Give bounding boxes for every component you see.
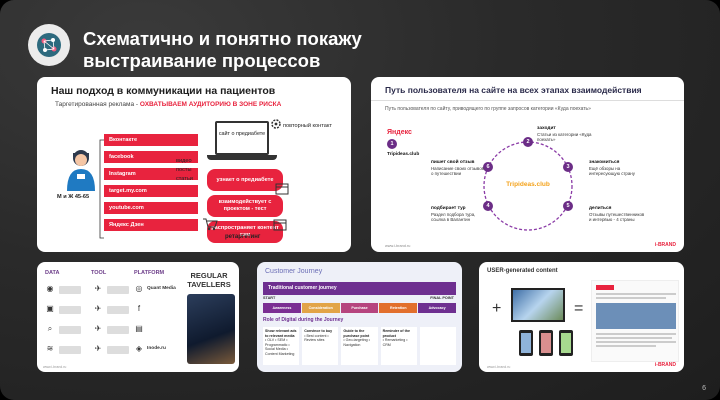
platform-mytarget: target.my.com — [104, 185, 198, 197]
plus-icon: + — [492, 300, 502, 317]
bracket — [99, 139, 104, 239]
label-final: FINAL POINT — [430, 296, 454, 300]
footer-url: www.i-brand.ru — [487, 365, 511, 369]
journey-node: 1 — [387, 139, 397, 149]
gear-icon — [271, 119, 281, 129]
plane-icon: ✈ — [94, 324, 102, 333]
plane-icon: ✈ — [94, 284, 102, 293]
platform-list: Вконтакте facebook Instagram target.my.c… — [104, 134, 201, 244]
journey-node-text: Tripideas.club — [387, 152, 420, 157]
card-user-journey: Путь пользователя на сайте на всех этапа… — [371, 77, 684, 252]
role-column — [419, 327, 457, 365]
quant-media-icon: ◎ — [135, 284, 143, 293]
card-subtitle: Таргетированная реклама - ОХВАТЫВАЕМ АУД… — [55, 101, 282, 108]
laptop-icon: сайт о предиабете — [207, 121, 277, 163]
calendar-icon — [275, 183, 289, 195]
platform-facebook: facebook — [104, 151, 198, 163]
location-icon: ◉ — [46, 284, 54, 293]
stage-retention: Retention — [379, 303, 418, 313]
stage-advocacy: Advocacy — [418, 303, 456, 313]
col-data: DATA — [45, 270, 60, 276]
search-icon: ⌕ — [47, 324, 53, 333]
page-number: 6 — [702, 385, 706, 392]
platform-vk: Вконтакте — [104, 134, 198, 146]
role-columns: Show relevant ads to relevant media• OLV… — [263, 327, 457, 365]
repeat-contact-label: повторный контакт — [283, 123, 332, 129]
journey-node: 6 — [483, 162, 493, 172]
agency-logo: i-BRAND — [654, 242, 676, 248]
phones-image — [519, 330, 573, 356]
stage-consideration: Consideration — [301, 303, 340, 313]
stage-bar: Awareness Consideration Purchase Retenti… — [263, 303, 456, 313]
stage-purchase: Purchase — [340, 303, 379, 313]
journey-node: 5 — [563, 201, 573, 211]
agency-logo: i-BRAND — [654, 362, 676, 368]
journey-node: 2 — [523, 137, 533, 147]
slide-title: Схематично и понятно покажу выстраивание… — [83, 28, 362, 71]
role-column: Reminder of the product• Remarketing • C… — [380, 327, 417, 365]
retargeting-label: ретаргетинг — [225, 234, 261, 240]
airplane-cabin-image — [187, 294, 235, 364]
yandex-logo: Яндекс — [387, 129, 412, 136]
role-column: Convince to buy• Best content • Review s… — [302, 327, 339, 365]
footer-url: www.i-brand.ru — [43, 365, 67, 369]
site-label: сайт о предиабете — [215, 121, 269, 155]
plane-icon: ✈ — [94, 344, 102, 353]
article-preview — [591, 280, 679, 362]
headline: REGULAR TAVELLERS — [187, 271, 231, 289]
col-tool: TOOL — [91, 270, 107, 276]
stage-awareness: Awareness — [263, 303, 301, 313]
media-types: видео посты статьи — [176, 158, 193, 182]
inode-icon: ◈ — [135, 344, 143, 353]
step-learn: узнает о предиабете — [207, 169, 283, 191]
journey-node: 3 — [563, 162, 573, 172]
role-title: Role of Digital during the Journey — [263, 317, 344, 323]
brand-logo — [28, 24, 70, 66]
step-share: распространяет контент сам — [207, 221, 283, 243]
platform-instagram: Instagram — [104, 168, 198, 180]
plane-icon: ✈ — [94, 304, 102, 313]
tripideas-logo: Tripideas.club — [506, 181, 550, 188]
journey-node: 4 — [483, 201, 493, 211]
monitor-image — [511, 288, 565, 322]
label-start: START — [263, 296, 276, 300]
demographic-label: М и Ж 45-65 — [57, 194, 90, 200]
card-customer-journey: Customer Journey Traditional customer jo… — [257, 262, 462, 372]
card-patient-communication: Наш подход в коммуникации на пациентов Т… — [37, 77, 351, 252]
calendar-icon — [273, 219, 287, 231]
card-heading: USER-generated content — [487, 268, 558, 274]
journey-cycle: 2 3 5 4 6 — [469, 127, 587, 245]
card-heading: Наш подход в коммуникации на пациентов — [51, 85, 276, 97]
card-regular-travellers: DATA TOOL PLATFORM REGULAR TAVELLERS ◉ ✈… — [37, 262, 239, 372]
platform-youtube: youtube.com — [104, 202, 198, 214]
col-platform: PLATFORM — [134, 270, 165, 276]
footer-url: www.i-brand.ru — [385, 244, 411, 248]
cart-icon — [203, 218, 218, 231]
card-heading: Customer Journey — [265, 268, 323, 275]
person-icon — [67, 150, 95, 191]
device-icon: ▣ — [46, 304, 54, 313]
wifi-icon: ≋ — [46, 344, 54, 353]
social-icons: ▤ — [135, 324, 143, 333]
platform-dzen: Яндекс Дзен — [104, 219, 198, 231]
card-ugc: USER-generated content + = www.i-br — [479, 262, 684, 372]
role-column: Show relevant ads to relevant media• OLV… — [263, 327, 300, 365]
role-column: Guide to the purchase point• Geo-targeti… — [341, 327, 378, 365]
equals-icon: = — [574, 300, 584, 317]
network-icon — [37, 33, 61, 57]
card-subtitle: Путь пользователя по сайту, приводящего … — [385, 106, 591, 112]
step-interact: взаимодействует с проектом - тест — [207, 195, 283, 217]
facebook-icon: f — [137, 304, 141, 313]
card-heading: Путь пользователя на сайте на всех этапа… — [385, 85, 642, 95]
journey-strip: Traditional customer journey — [263, 282, 456, 295]
